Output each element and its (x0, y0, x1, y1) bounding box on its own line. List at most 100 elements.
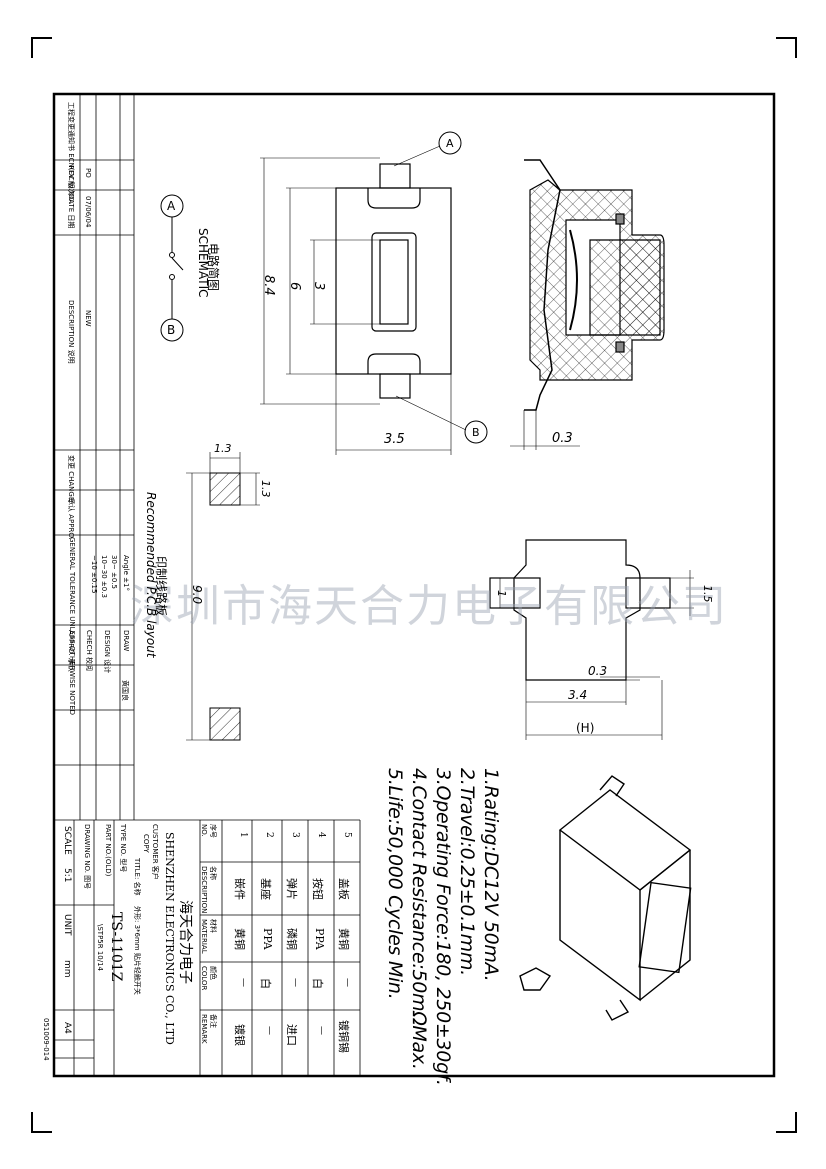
title-label: TITLE: 名称 (133, 858, 141, 896)
note-3: 3.Operating Force:180, 250±30gf. (432, 768, 454, 1086)
bom-row-material: 磷铜 (285, 928, 298, 950)
bom-row-material: PPA (261, 928, 274, 950)
schematic-terminal-b: B (167, 323, 176, 337)
bom-header-color: 颜色 COLOR (200, 966, 217, 991)
bom-row-color: 白 (311, 978, 324, 989)
design-label: DESIGN 设计 (103, 630, 111, 674)
dim-overall-length: 8.4 (261, 275, 276, 296)
pcb-title-en: Recommended P.C.B layout (144, 492, 158, 658)
callout-circles (438, 131, 488, 444)
dim-thickness: 0.3 (552, 431, 573, 446)
size-value: A4 (62, 1022, 72, 1034)
scale-label: SCALE (62, 826, 72, 855)
drawing-label: DRAWING NO. 图号 (83, 824, 91, 890)
tolerance-1: 30~ ±0.5 (110, 555, 118, 589)
dim-inner-length: 6 (287, 282, 302, 291)
doc-number: 051009-014 (42, 1018, 50, 1061)
bom-row-no: 5 (342, 832, 352, 838)
change-label: 变更 CHANGE (67, 455, 75, 502)
bom-row-remark: 镀铜锡 (337, 1020, 350, 1053)
bom-row-material: 黄铜 (337, 928, 350, 950)
top-view-dims (260, 145, 467, 455)
tolerance-3: ~10 ±0.15 (90, 555, 98, 594)
bom-row-desc: 基座 (259, 878, 272, 900)
dim-gap: 0.3 (588, 664, 608, 678)
approve-label: 承认 APPRO. (67, 498, 75, 540)
pcb-pad-width: 1.3 (214, 442, 232, 455)
bom-row-material: PPA (313, 928, 326, 950)
bom-row-color: 白 (259, 978, 272, 989)
section-view-dims (510, 410, 580, 450)
isometric-view (519, 775, 692, 1021)
bom-row-color: — (342, 978, 352, 987)
bom-row-remark: — (264, 1026, 274, 1035)
type-label: TYPE NO. 型号 (119, 824, 127, 873)
pcb-dims (186, 452, 260, 741)
bom-row-color: — (290, 978, 300, 987)
pcb-span: 9.0 (190, 585, 204, 605)
watermark-text: 深圳市海天合力电子有限公司 (130, 581, 728, 632)
draw-name: 黄国良 (121, 680, 129, 701)
draw-label: DRAW (122, 630, 130, 652)
title-value: 外形: 3*6mm 贴片轻触开关 (133, 906, 141, 995)
front-view-dims (499, 570, 694, 740)
bom-row-remark: 进口 (285, 1024, 298, 1046)
bom-row-remark: 镀银 (233, 1024, 246, 1046)
company-name-en: SHENZHEN ELECTRONICS CO., LTD (163, 832, 176, 1045)
bom-row-no: 3 (290, 832, 300, 838)
schematic-symbol (160, 194, 184, 342)
part-sub: \STP5R 10/14 (96, 924, 104, 972)
copy-label: COPY (142, 834, 150, 853)
date-label: DATE 日期 (67, 194, 75, 229)
main-frame (52, 92, 776, 1078)
bom-header-material: 材料 MATERIAL (200, 919, 217, 954)
rev-label: REV 版次 (67, 165, 75, 196)
note-5: 5.Life:50,000 Cycles Min. (384, 768, 406, 1000)
schematic-title-en: SCHEMATIC (196, 228, 210, 298)
check-label: CHECH 校阅 (85, 630, 93, 671)
top-view (335, 163, 452, 399)
bom-row-no: 2 (264, 832, 274, 838)
note-1: 1.Rating:DC12V 50mA. (480, 768, 502, 982)
callout-a-label: A (446, 137, 454, 150)
date-value: 07/06/04 (84, 196, 92, 228)
rev-value: PO (84, 168, 92, 178)
company-name-cn: 海天合力电子 (177, 900, 193, 984)
bom-row-desc: 按钮 (311, 878, 324, 900)
title-block-grid (54, 819, 361, 1076)
bom-row-no: 4 (316, 832, 326, 838)
dim-height: 3.4 (568, 688, 588, 702)
corner-marks (31, 37, 797, 1133)
bom-header-no: 序号 NO. (200, 824, 217, 838)
customer-label: CUSTOMER 客户 (151, 824, 159, 880)
appro-label: APPRO. 承认 (67, 630, 75, 672)
pcb-pad-height: 1.3 (259, 480, 272, 498)
schematic-terminal-a: A (167, 199, 176, 213)
bom-row-remark: — (316, 1026, 326, 1035)
note-2: 2.Travel:0.25±0.1mm. (456, 768, 478, 976)
bom-row-no: 1 (238, 832, 248, 838)
section-view (524, 159, 665, 411)
dim-width: 3.5 (384, 432, 405, 447)
tolerance-2: 10~30 ±0.3 (100, 555, 108, 598)
left-block-grid (54, 94, 135, 820)
pcb-layout (209, 472, 241, 741)
dim-lead: 1 (495, 590, 508, 597)
scale-value: 5:1 (62, 868, 72, 883)
note-4: 4.Contact Resistance:50mΩMax. (408, 768, 430, 1070)
description-value: NEW (84, 310, 92, 327)
dim-button-length: 3 (311, 282, 326, 291)
tolerance-angle: Angle ±1° (122, 555, 130, 591)
part-label: PART NO.(OLD) (104, 824, 112, 877)
bom-header-desc: 名称 DESCRIPTION (200, 866, 217, 914)
unit-label: UNIT (62, 914, 72, 936)
bom-row-color: — (238, 978, 248, 987)
callout-b-label: B (472, 426, 480, 439)
bom-row-material: 黄铜 (233, 928, 246, 950)
bom-row-desc: 嵌件 (233, 878, 246, 900)
description-label: DESCRIPTION 说明 (67, 300, 75, 364)
unit-value: mm (62, 960, 72, 978)
part-number: TS-1101Z (108, 912, 124, 982)
tolerance-label: GENERAL TOLERANCE UNLESS OTHERWISE NOTED (68, 537, 76, 716)
